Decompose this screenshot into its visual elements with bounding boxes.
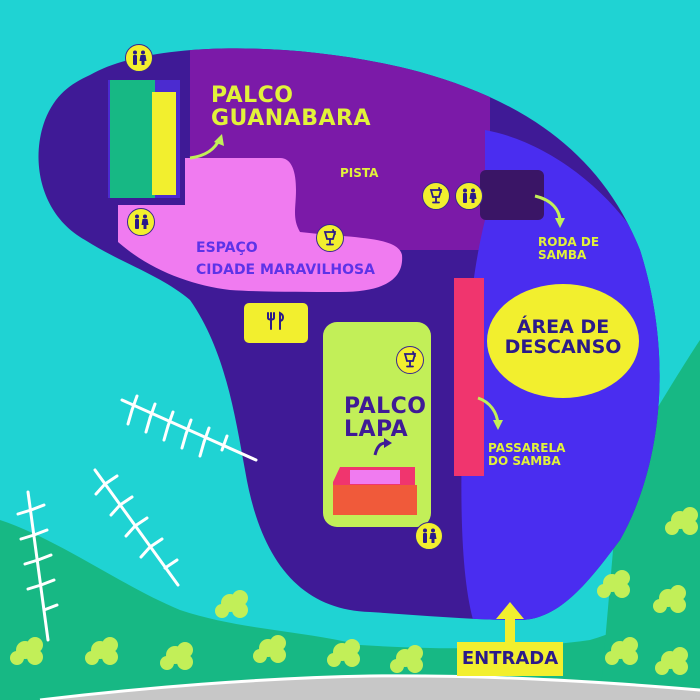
roda-line2: SAMBA: [538, 247, 587, 262]
palco-guanabara-line1: PALCO: [211, 83, 294, 108]
roda-block: [480, 170, 544, 220]
road-edge: [39, 674, 700, 700]
espaco-line2: CIDADE MARAVILHOSA: [196, 261, 375, 278]
passarela-label: PASSARELA DO SAMBA: [488, 442, 565, 467]
restroom-icon: [415, 522, 443, 550]
palco-lapa-label: PALCO LAPA: [344, 395, 427, 441]
guanabara-arrowhead: [214, 134, 224, 146]
bushes: [10, 507, 698, 675]
roda-line1: RODA DE: [538, 235, 600, 249]
entrada-arrow: [496, 602, 524, 643]
drink-icon: [422, 182, 450, 210]
roda-arrowhead: [555, 218, 565, 228]
roda-label: RODA DE SAMBA: [538, 236, 599, 261]
food-area: [244, 303, 308, 343]
espaco-area: [118, 158, 403, 292]
espaco-label: ESPAÇO CIDADE MARAVILHOSA: [196, 238, 375, 281]
lapa-stage-front: [333, 485, 417, 515]
entrada-sign: ENTRADA: [457, 642, 563, 676]
descanso-ellipse: [487, 284, 639, 398]
drink-icon: [316, 224, 344, 252]
restroom-icon: [127, 208, 155, 236]
food-icon: [265, 310, 287, 337]
espaco-line1: ESPAÇO: [196, 240, 258, 256]
restroom-icon: [125, 44, 153, 72]
lapa-stage-top: [350, 470, 400, 484]
area-descanso-label: ÁREA DE DESCANSO: [497, 316, 629, 358]
lapa-arrowhead: [384, 438, 392, 448]
palco-guanabara-line2: GUANABARA: [211, 106, 371, 132]
palco-guanabara-label: PALCO GUANABARA: [211, 84, 371, 130]
restroom-icon: [455, 182, 483, 210]
entrada-label: ENTRADA: [461, 647, 559, 669]
palco-lapa-line1: PALCO: [344, 394, 427, 419]
palm-leaves: [16, 394, 258, 642]
passarela-line1: PASSARELA: [488, 441, 566, 455]
road: [40, 675, 700, 700]
guanabara-stage: [110, 80, 155, 198]
drink-icon: [396, 346, 424, 374]
area-descanso-line1: ÁREA DE: [516, 316, 610, 338]
guanabara-stage-front: [152, 92, 176, 195]
pista-label: PISTA: [340, 166, 379, 180]
passarela-line2: DO SAMBA: [488, 453, 561, 468]
palco-lapa-line2: LAPA: [344, 417, 409, 443]
passarela: [454, 278, 484, 476]
area-descanso-line2: DESCANSO: [504, 335, 622, 358]
passarela-arrowhead: [493, 420, 503, 430]
